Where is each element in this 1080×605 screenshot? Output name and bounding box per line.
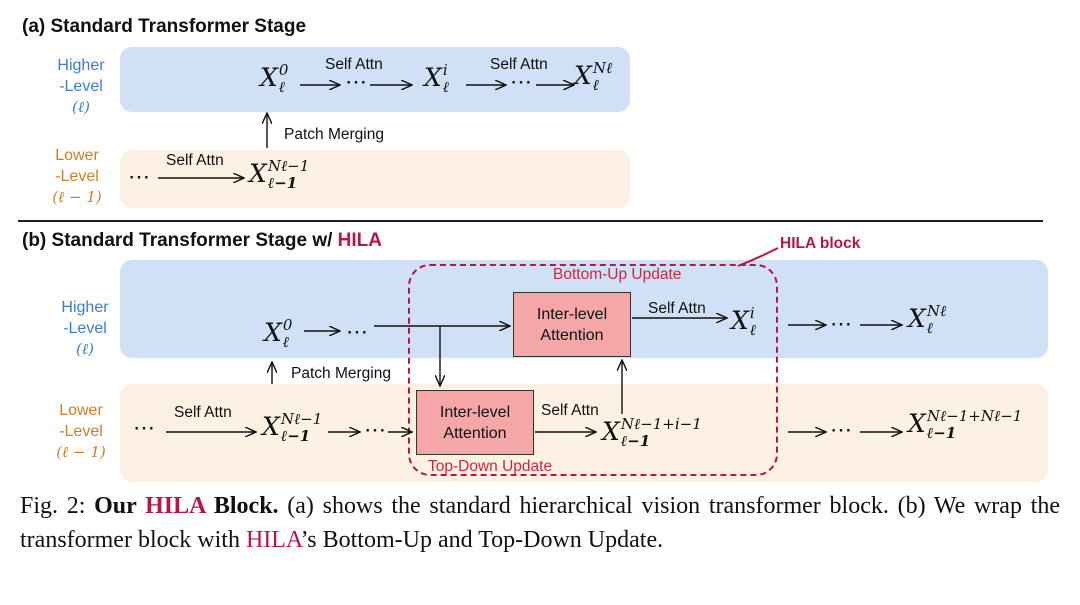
top-down-update-label: Top-Down Update <box>428 458 553 475</box>
panel-b-self-attn-bottom: Self Attn <box>541 402 599 419</box>
panel-b-dots-low-mid: ⋯ <box>364 418 386 443</box>
panel-b-lower-level-label: Lower -Level (ℓ − 1) <box>56 402 106 461</box>
hila-label-connector <box>737 247 779 267</box>
panel-a-dots-1: ⋯ <box>345 70 367 95</box>
panel-a-lower-band <box>120 150 630 208</box>
panel-b-higher-level-label: Higher -Level (ℓ) <box>61 299 109 358</box>
panel-a-self-attn-2: Self Attn <box>490 56 548 73</box>
panel-a-patch-merging: Patch Merging <box>284 126 384 143</box>
panel-b-title: (b) Standard Transformer Stage w/ HILA <box>22 230 382 251</box>
panel-a-higher-level-label: Higher -Level (ℓ) <box>57 57 105 116</box>
panel-a-title: (a) Standard Transformer Stage <box>22 16 307 37</box>
panel-a-higher-band <box>120 47 630 112</box>
panel-divider <box>18 220 1043 222</box>
panel-a-self-attn-low: Self Attn <box>166 152 224 169</box>
bottom-up-update-label: Bottom-Up Update <box>553 266 682 283</box>
panel-a-lower-level-label: Lower -Level (ℓ − 1) <box>52 147 102 206</box>
panel-b-patch-merging: Patch Merging <box>291 365 391 382</box>
panel-a-dots-2: ⋯ <box>510 70 532 95</box>
panel-b-dots-low-right: ⋯ <box>830 418 852 443</box>
figure-caption: Fig. 2: Our HILA Block. (a) shows the st… <box>20 493 1060 553</box>
hila-block-label: HILA block <box>780 235 861 252</box>
panel-b-dots-low-left: ⋯ <box>133 416 155 441</box>
hila-block-outline <box>408 264 778 476</box>
panel-b-dots-top: ⋯ <box>346 320 368 345</box>
panel-b-self-attn-top: Self Attn <box>648 300 706 317</box>
panel-a-dots-low: ⋯ <box>128 165 150 190</box>
panel-a-self-attn-1: Self Attn <box>325 56 383 73</box>
panel-b-dots-top-right: ⋯ <box>830 312 852 337</box>
panel-b-self-attn-low: Self Attn <box>174 404 232 421</box>
